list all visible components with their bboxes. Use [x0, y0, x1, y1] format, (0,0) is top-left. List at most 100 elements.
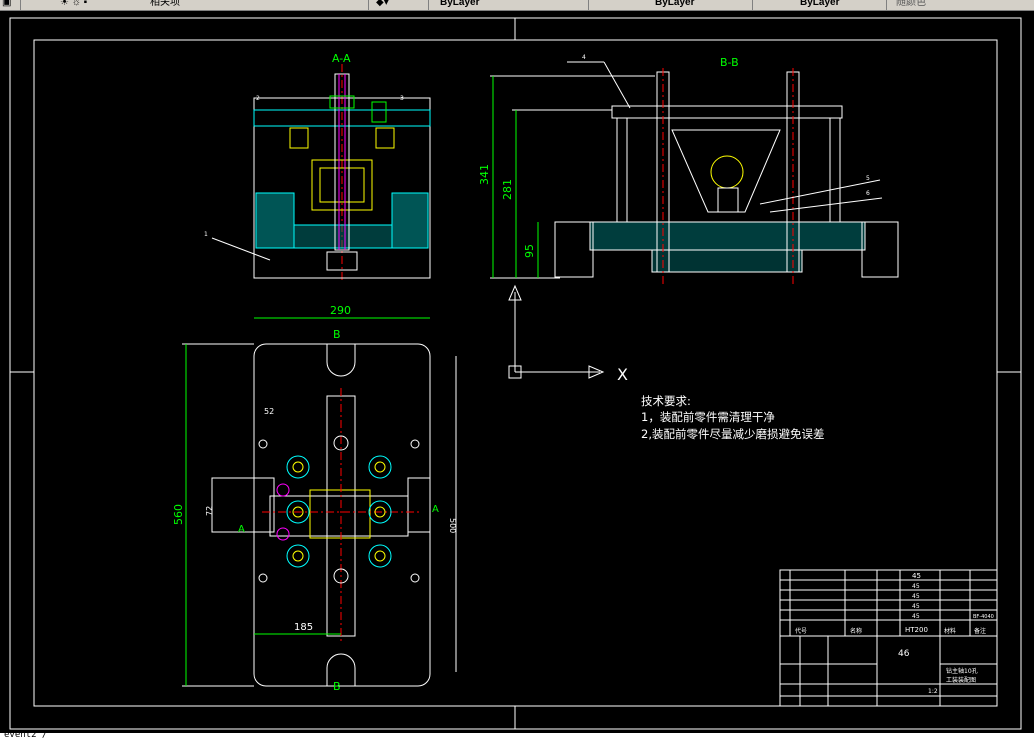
section-bb-label: B-B: [720, 56, 739, 69]
bolt-circles: [258, 435, 420, 584]
layer-previous-icon[interactable]: ◆▾: [376, 0, 389, 8]
tb-drawing-name-2: 工装装配图: [946, 676, 976, 684]
ucs-x-label: X: [617, 365, 628, 384]
bolt-circle: [286, 455, 310, 479]
section-a-right: A: [432, 504, 439, 515]
clamp-block: [311, 159, 373, 211]
spring: [371, 101, 387, 123]
toolbar-separator: [886, 0, 887, 10]
bb-workpiece: [710, 155, 744, 189]
section-view-aa[interactable]: A-A 1 2 3: [204, 52, 431, 280]
leader-label-3: 3: [400, 95, 404, 102]
bolt-circle: [292, 506, 304, 518]
base-body: [253, 97, 431, 279]
tech-req-title: 技术要求:: [641, 394, 691, 408]
toolbar-separator: [368, 0, 369, 10]
jaw-left: [289, 127, 309, 149]
color-dropdown[interactable]: ByLayer: [440, 0, 480, 8]
command-line-text: event2 /: [4, 733, 48, 740]
ucs-icon: X: [508, 284, 628, 384]
bolt-circle: [292, 461, 304, 473]
tb-col-material: 材料: [944, 627, 956, 635]
small-hole: [333, 568, 349, 584]
dim-52: 52: [264, 407, 274, 416]
tb-material-big: 46: [898, 649, 910, 659]
small-hole: [258, 573, 268, 583]
tech-req-line1: 1，装配前零件需清理干净: [641, 410, 775, 424]
drawing-canvas[interactable]: A-A 1 2 3 B-B: [0, 10, 1034, 733]
bolt-circle: [292, 550, 304, 562]
leader: [603, 61, 631, 109]
bb-post-left: [616, 117, 628, 223]
jaw-right: [375, 127, 395, 149]
tb-col-code: 代号: [795, 627, 807, 635]
nut: [329, 95, 355, 109]
bb-center-block: [717, 187, 739, 213]
lineweight-dropdown[interactable]: ByLayer: [800, 0, 840, 8]
top-plate: [253, 109, 431, 127]
tb-material-ht: HT200: [905, 626, 928, 634]
tb-part-mat: 45: [912, 593, 920, 600]
plan-outline: [253, 343, 431, 687]
small-hole: [410, 439, 420, 449]
tb-material-top: 45: [912, 572, 921, 580]
spindle: [334, 73, 350, 251]
bb-base-right-ear: [861, 221, 899, 278]
leader-label-4: 4: [582, 54, 586, 61]
toolbar-separator: [752, 0, 753, 10]
slot-top: [326, 344, 356, 377]
section-b-bottom: B: [333, 680, 341, 693]
title-block-frame: [779, 569, 998, 707]
command-line[interactable]: event2 /: [0, 733, 1034, 741]
small-hole: [333, 435, 349, 451]
hatch-left: [255, 192, 295, 249]
bolt-circle: [368, 455, 392, 479]
dim-560: 560: [172, 504, 185, 525]
bolt-circle: [374, 550, 386, 562]
tb-scale: 1:2: [928, 688, 938, 695]
layer-icon[interactable]: ▣: [2, 0, 12, 8]
bolt-circle: [286, 544, 310, 568]
dim-281: 281: [501, 179, 514, 200]
ucs-origin-box: [508, 365, 522, 379]
bolt-circle: [374, 506, 386, 518]
section-a-left: A: [238, 524, 245, 535]
tb-col-remark: 备注: [974, 627, 986, 635]
bolt-circle: [368, 544, 392, 568]
layer-dropdown[interactable]: 相关项: [150, 0, 180, 8]
dim-185: 185: [294, 622, 313, 633]
toolbar-separator: [588, 0, 589, 10]
clamp-inner: [319, 167, 365, 203]
bolt-circle: [286, 500, 310, 524]
pin-circle: [276, 527, 290, 541]
dim-500: 500: [448, 518, 457, 533]
bolt-circle: [374, 461, 386, 473]
section-view-bb[interactable]: B-B 341 281 95 4 5 6: [478, 54, 899, 285]
tb-part-mat: 45: [912, 613, 920, 620]
tb-part-mat: 45: [912, 583, 920, 590]
dim-290: 290: [330, 304, 351, 317]
bb-base-left-ear: [554, 221, 594, 278]
leader-label-5: 5: [866, 175, 870, 182]
title-block[interactable]: 45 45 45 45 45 HT200 代号 名称 材料 备注 46 钻主轴1…: [779, 569, 998, 707]
dim-341: 341: [478, 164, 491, 185]
leader-label-1: 1: [204, 231, 208, 238]
bb-post-right: [829, 117, 841, 223]
bb-bottom-plate: [651, 249, 803, 273]
plotstyle-dropdown[interactable]: 随颜色: [896, 0, 926, 8]
linetype-dropdown[interactable]: ByLayer: [655, 0, 695, 8]
small-hole: [258, 439, 268, 449]
ucs-x-arrow: [588, 365, 605, 379]
bottom-nut: [326, 251, 358, 271]
plan-view[interactable]: 290 560 185 52 72 500 B B A A: [172, 304, 457, 693]
dim-95: 95: [523, 244, 536, 258]
small-hole: [410, 573, 420, 583]
bb-top-plate: [611, 105, 843, 119]
work-area: [309, 489, 371, 539]
toolbar-separator: [20, 0, 21, 10]
toolbar-separator: [428, 0, 429, 10]
layer-state-icons[interactable]: ☀ ☼ ▪: [60, 0, 88, 8]
bolt-circle: [368, 500, 392, 524]
bb-funnel: [671, 129, 781, 213]
tech-req-line2: 2,装配前零件尽量减少磨损避免误差: [641, 427, 824, 441]
